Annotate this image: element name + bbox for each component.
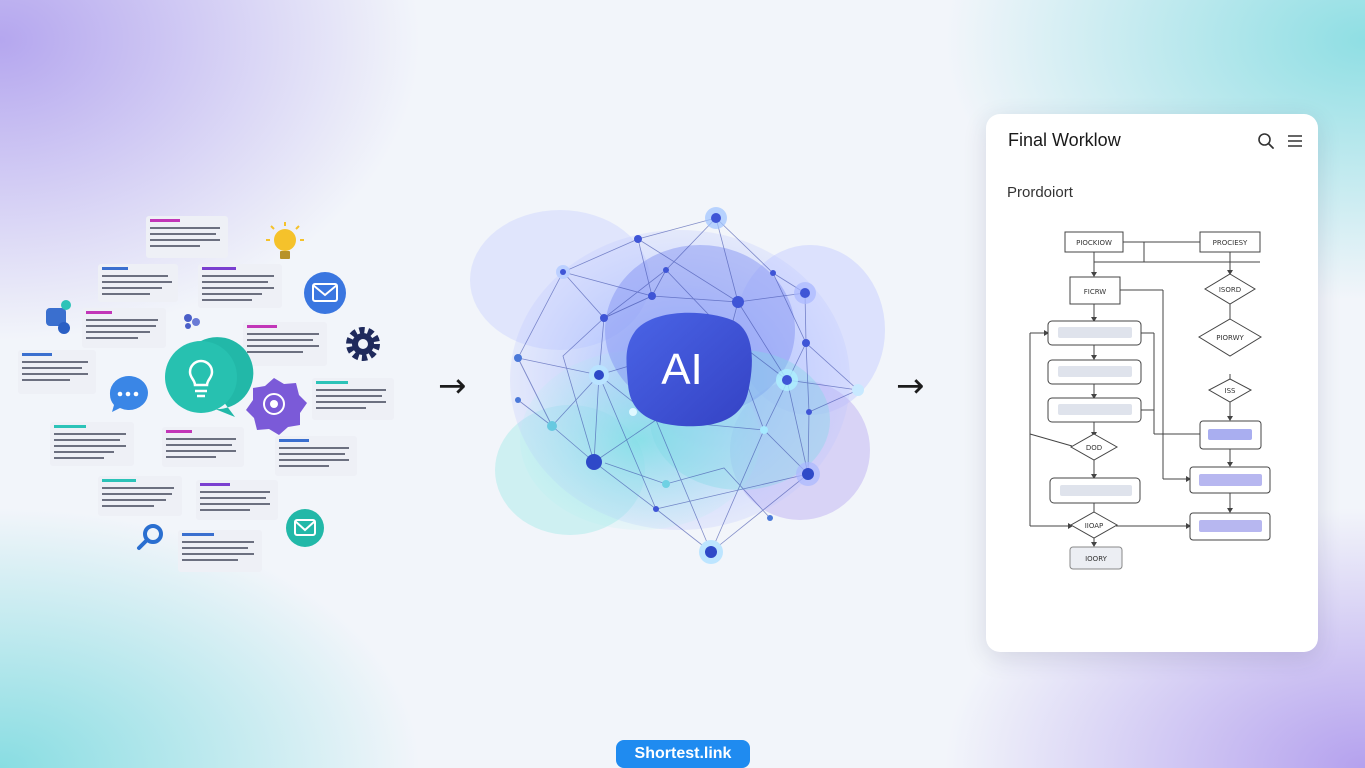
flowchart-decision: ISS bbox=[1207, 378, 1253, 403]
doc-card bbox=[82, 308, 166, 348]
document-cluster bbox=[18, 216, 394, 572]
flowchart-box: PROCIESY bbox=[1199, 231, 1261, 253]
flowchart-label: ISORD bbox=[1219, 286, 1241, 294]
doc-card bbox=[275, 436, 357, 476]
lightbulb-chat-icon bbox=[165, 337, 254, 417]
doc-card bbox=[50, 422, 134, 466]
workflow-flowchart: PIOCKIOW PROCIESY FICRW IOORY ISORD PIOR… bbox=[1029, 231, 1271, 570]
ai-badge-icon bbox=[246, 378, 307, 435]
flowchart-decision: DOD bbox=[1069, 433, 1119, 461]
lightbulb-icon bbox=[266, 222, 304, 259]
wrench-icon bbox=[137, 524, 163, 550]
search-icon[interactable] bbox=[1257, 132, 1275, 150]
flowchart-label: IIOAP bbox=[1085, 522, 1104, 530]
flowchart-label: DOD bbox=[1086, 444, 1102, 452]
flow-arrow-right: → bbox=[896, 366, 925, 406]
doc-card bbox=[243, 322, 327, 366]
flowchart-label: IOORY bbox=[1085, 555, 1108, 563]
flowchart-decision: ISORD bbox=[1204, 273, 1256, 305]
flowchart-end: IOORY bbox=[1069, 546, 1123, 570]
flowchart-step bbox=[1049, 477, 1141, 504]
flowchart-label: FICRW bbox=[1084, 288, 1107, 296]
flowchart-label: PIORWY bbox=[1216, 334, 1244, 342]
flow-arrow-left: → bbox=[438, 366, 467, 406]
doc-card bbox=[178, 530, 262, 572]
flowchart-box: PIOCKIOW bbox=[1064, 231, 1124, 253]
shortest-link-badge[interactable]: Shortest.link bbox=[616, 740, 750, 768]
doc-card bbox=[98, 476, 182, 516]
mail-icon bbox=[304, 272, 346, 314]
menu-icon[interactable] bbox=[1286, 132, 1304, 150]
gear-icon bbox=[346, 327, 380, 361]
flowchart-step bbox=[1189, 466, 1271, 494]
flowchart-box: FICRW bbox=[1069, 276, 1121, 305]
flowchart-decision: PIORWY bbox=[1198, 318, 1262, 357]
workflow-panel: Final Worklow Prordoiort bbox=[986, 114, 1318, 652]
flowchart-decision: IIOAP bbox=[1069, 511, 1119, 539]
doc-card bbox=[146, 216, 228, 258]
flowchart-step bbox=[1047, 359, 1142, 385]
flowchart-label: PIOCKIOW bbox=[1076, 239, 1112, 247]
mail-icon bbox=[286, 509, 324, 547]
panel-subtitle: Prordoiort bbox=[1007, 184, 1073, 201]
flowchart-step bbox=[1189, 512, 1271, 541]
doc-card bbox=[162, 427, 244, 467]
cube-icon bbox=[46, 300, 71, 334]
doc-card bbox=[196, 480, 278, 520]
doc-card bbox=[312, 378, 394, 420]
flowchart-label: PROCIESY bbox=[1213, 239, 1248, 247]
ai-core bbox=[626, 312, 752, 427]
doc-card bbox=[18, 350, 96, 394]
ai-network bbox=[470, 207, 885, 564]
flowchart-step bbox=[1047, 320, 1142, 346]
people-icon bbox=[184, 314, 200, 329]
doc-card bbox=[198, 264, 282, 308]
chat-bubble-icon bbox=[109, 376, 148, 412]
ai-label: AI bbox=[661, 345, 703, 394]
flowchart-step bbox=[1199, 420, 1262, 450]
flowchart-step bbox=[1047, 397, 1142, 423]
flowchart-label: ISS bbox=[1225, 387, 1237, 395]
doc-card bbox=[98, 264, 178, 302]
panel-title: Final Worklow bbox=[1008, 130, 1121, 150]
